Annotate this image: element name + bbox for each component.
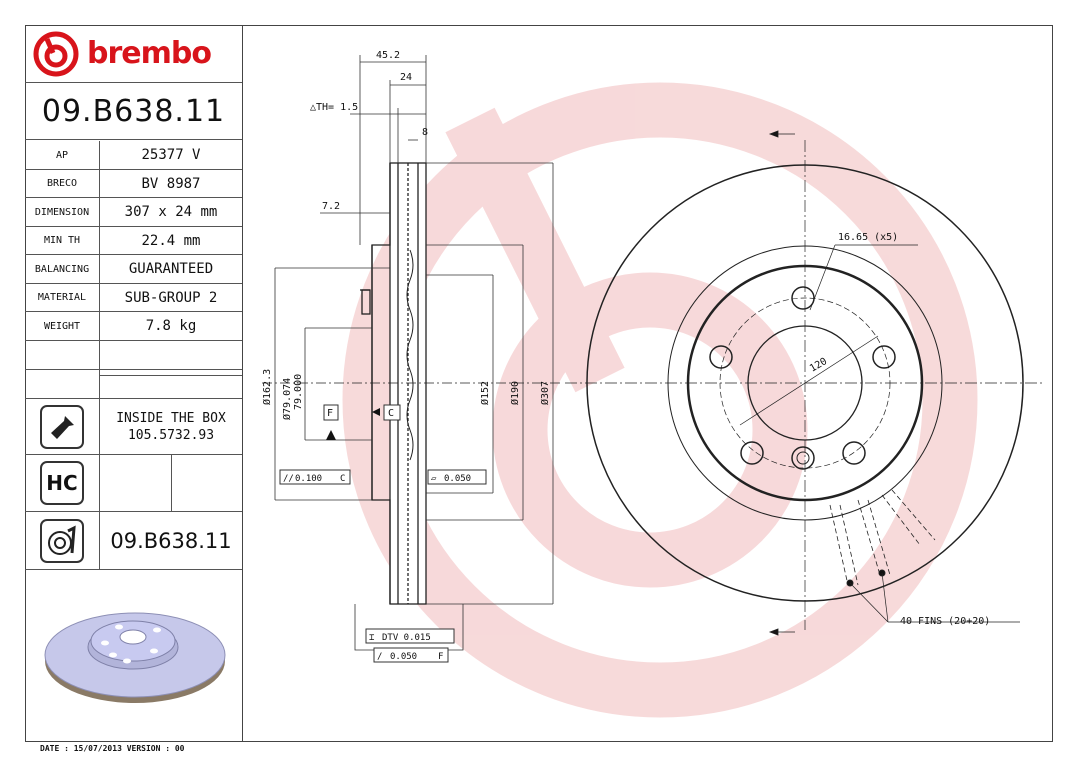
tolerance-parallel: //0.100 C: [279, 469, 351, 485]
dim-label: 24: [400, 72, 412, 83]
tolerance-runout: / 0.050 F: [373, 647, 449, 663]
spec-label: AP: [25, 141, 100, 169]
svg-text:0.050: 0.050: [390, 652, 417, 662]
inside-box-label: INSIDE THE BOX: [116, 410, 226, 426]
svg-text:0.050: 0.050: [444, 474, 471, 484]
svg-text:⌶: ⌶: [369, 633, 375, 643]
svg-text:C: C: [388, 408, 394, 419]
svg-text:DTV 0.015: DTV 0.015: [382, 633, 431, 643]
tolerance-dtv: ⌶ DTV 0.015: [365, 628, 455, 644]
svg-text:0.100: 0.100: [295, 474, 322, 484]
dim-label: Ø79.074: [281, 378, 293, 420]
accessory-row: INSIDE THE BOX 105.5732.93: [25, 398, 242, 455]
spec-value: 307 x 24 mm: [124, 204, 218, 220]
spec-value: BV 8987: [141, 175, 201, 192]
part-number: 09.B638.11: [25, 83, 242, 140]
brembo-watermark: [342, 82, 978, 718]
date-version: DATE : 15/07/2013 VERSION : 00: [40, 744, 185, 753]
brembo-logo-icon: [33, 31, 79, 76]
spec-row: WEIGHT 7.8 kg: [25, 312, 242, 341]
svg-text:▱: ▱: [431, 474, 437, 484]
dim-label: 79.000: [293, 374, 304, 410]
spec-row: BRECO BV 8987: [25, 170, 242, 198]
drawing-frame: [25, 25, 1053, 742]
spec-value: GUARANTEED: [128, 261, 214, 277]
spec-value: SUB-GROUP 2: [124, 289, 218, 306]
spec-row: BALANCING GUARANTEED: [25, 255, 242, 284]
spec-value: 25377 V: [141, 147, 201, 163]
dim-label: 45.2: [376, 50, 400, 61]
dimension-lines: [274, 55, 554, 651]
inside-box-part: 105.5732.93: [127, 427, 215, 443]
dim-label: 7.2: [322, 201, 340, 212]
tolerance-flatness: ▱ 0.050: [427, 469, 487, 485]
caliper-disc-icon: [40, 518, 84, 563]
spec-label: WEIGHT: [25, 312, 100, 340]
spec-value: 7.8 kg: [145, 318, 197, 334]
datum-f: F: [323, 404, 339, 440]
holes-label: 16.65 (x5): [838, 232, 898, 243]
pcd-label: 120: [808, 356, 829, 375]
dim-label: Ø152: [479, 381, 491, 405]
brand-name: brembo: [87, 36, 212, 71]
technical-drawing: 45.2 24 △TH= 1.5 8 7.2 Ø162.3 Ø79.074 79…: [261, 50, 1045, 718]
spec-row: DIMENSION 307 x 24 mm: [25, 198, 242, 227]
spec-value: 22.4 mm: [141, 232, 201, 249]
kit-row: 09.B638.11: [25, 512, 242, 570]
dim-label: Ø190: [509, 381, 521, 405]
front-view: [565, 130, 1045, 636]
spec-label: BALANCING: [25, 255, 100, 283]
hc-row: HC: [25, 455, 242, 512]
spec-label: BRECO: [25, 170, 100, 197]
spec-row-empty: [25, 341, 242, 370]
dim-label: △TH= 1.5: [310, 102, 358, 113]
svg-text://: //: [283, 474, 294, 484]
screw-icon: [40, 404, 84, 449]
spec-label: DIMENSION: [25, 198, 100, 226]
spec-label: MATERIAL: [25, 284, 100, 311]
spec-row: AP 25377 V: [25, 141, 242, 170]
fins-label: 40 FINS (20+20): [900, 616, 990, 627]
spec-row: MATERIAL SUB-GROUP 2: [25, 284, 242, 312]
datum-c: C: [372, 404, 401, 421]
spec-row: MIN TH 22.4 mm: [25, 227, 242, 255]
hc-icon: HC: [40, 461, 84, 505]
svg-text:F: F: [438, 652, 443, 662]
svg-text:C: C: [340, 474, 345, 484]
dim-label: Ø162.3: [261, 369, 273, 405]
spec-label: MIN TH: [25, 227, 100, 254]
svg-text:/: /: [377, 652, 382, 662]
kit-part-number: 09.B638.11: [110, 528, 232, 553]
svg-text:F: F: [327, 408, 333, 419]
side-section-view: [262, 162, 560, 605]
info-panel: brembo 09.B638.11 AP 25377 V BRECO BV 8987…: [25, 25, 243, 742]
disc-3d-image: [25, 571, 242, 741]
brand-logo: brembo: [25, 25, 242, 83]
spec-row-empty: [25, 370, 242, 398]
dim-label: Ø307: [539, 381, 551, 405]
dim-label: 8: [422, 127, 428, 138]
